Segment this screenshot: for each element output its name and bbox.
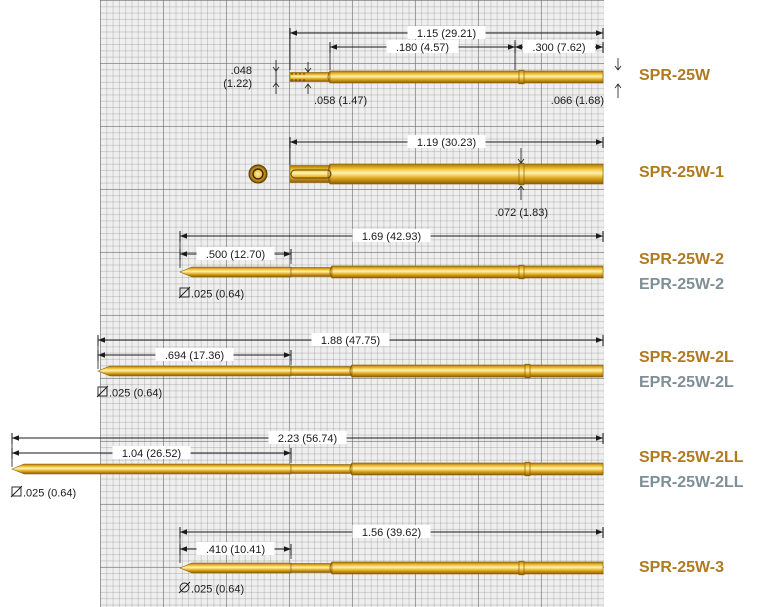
product-name-spr25w2l-epr: EPR-25W-2L xyxy=(639,374,734,391)
dim-spr25w2-tip-dia-label: .025 (0.64) xyxy=(191,289,244,301)
probe-crimp-ring xyxy=(518,264,525,280)
product-name-spr25w2-epr: EPR-25W-2 xyxy=(639,276,725,293)
slot-detail xyxy=(290,169,332,179)
dim-spr25w2l-tip-len-label: .694 (17.36) xyxy=(165,350,224,362)
probe-spr25w3 xyxy=(179,560,604,576)
dim-spr25w1-ring-dia-label: .072 (1.83) xyxy=(495,207,548,219)
product-name-spr25w2ll-spr: SPR-25W-2LL xyxy=(639,449,744,466)
probe-neck xyxy=(290,563,333,573)
probe-barrel xyxy=(351,364,604,378)
dim-spr25w1-overall-label: 1.19 (30.23) xyxy=(417,137,476,149)
probe-spr25w2l xyxy=(97,363,604,379)
product-name-spr25w2ll-epr: EPR-25W-2LL xyxy=(639,474,744,491)
dim-spr25w-bore-label-mm: (1.22) xyxy=(223,78,252,90)
probe-barrel xyxy=(351,462,604,476)
dim-spr25w2ll-overall-label: 2.23 (56.74) xyxy=(278,433,337,445)
dim-spr25w2-tip-len: .500 (12.70) xyxy=(179,247,292,261)
dim-spr25w-overall-label: 1.15 (29.21) xyxy=(417,28,476,40)
probe-crimp-ring xyxy=(524,363,531,379)
product-name-spr25w2-spr: SPR-25W-2 xyxy=(639,251,725,268)
dim-spr25w-barrel-dia-label: .066 (1.68) xyxy=(551,95,604,107)
product-name-spr25w-spr: SPR-25W xyxy=(639,67,711,84)
probe-barrel xyxy=(331,561,604,575)
dim-spr25w-ring: .300 (7.62) xyxy=(514,40,604,54)
dim-spr25w2l-overall: 1.88 (47.75) xyxy=(97,333,604,347)
probe-tip xyxy=(179,562,292,574)
probe-spr25w xyxy=(289,69,604,85)
dim-spr25w2ll-tip-len: 1.04 (26.52) xyxy=(11,446,292,460)
probe-crimp-ring xyxy=(518,560,525,576)
dim-spr25w-tip-dia-label: .058 (1.47) xyxy=(314,95,367,107)
dim-spr25w2ll-overall: 2.23 (56.74) xyxy=(11,431,604,445)
probe-tip xyxy=(179,266,292,278)
probe-neck xyxy=(290,464,353,474)
dim-spr25w2-tip-len-label: .500 (12.70) xyxy=(206,249,265,261)
dim-spr25w2-overall: 1.69 (42.93) xyxy=(179,229,604,243)
dim-spr25w2l-tip-dia-label: .025 (0.64) xyxy=(109,388,162,400)
probe-barrel xyxy=(331,265,604,279)
square-tip-symbol-icon xyxy=(10,485,23,498)
dim-spr25w2ll-tip-dia-label: .025 (0.64) xyxy=(23,488,76,500)
dim-spr25w-ring-label: .300 (7.62) xyxy=(532,42,585,54)
dim-spr25w-overall: 1.15 (29.21) xyxy=(289,26,604,40)
probe-neck xyxy=(289,165,331,183)
probe-spr25w1 xyxy=(289,162,604,186)
round-tip-symbol-icon xyxy=(178,581,191,594)
probe-spr25w2ll xyxy=(11,461,604,477)
probe-crimp-ring xyxy=(518,162,525,186)
dim-spr25w-receptacle-label: .180 (4.57) xyxy=(396,42,449,54)
dim-spr25w3-tip-dia-label: .025 (0.64) xyxy=(191,584,244,596)
dim-spr25w2-overall-label: 1.69 (42.93) xyxy=(362,231,421,243)
square-tip-symbol-icon xyxy=(178,286,191,299)
product-name-spr25w3-spr: SPR-25W-3 xyxy=(639,559,725,576)
dim-spr25w-receptacle: .180 (4.57) xyxy=(329,40,516,54)
probe-barrel xyxy=(329,163,604,185)
end-view-icon xyxy=(248,164,268,184)
dim-spr25w2ll-tip-len-label: 1.04 (26.52) xyxy=(122,448,181,460)
dim-spr25w2l-overall-label: 1.88 (47.75) xyxy=(321,335,380,347)
probe-barrel xyxy=(329,70,604,84)
dim-spr25w3-overall: 1.56 (39.62) xyxy=(179,525,604,539)
product-name-spr25w2l-spr: SPR-25W-2L xyxy=(639,349,734,366)
probe-tip xyxy=(11,463,292,475)
graph-paper-grid xyxy=(100,0,604,607)
square-tip-symbol-icon xyxy=(96,385,109,398)
product-name-spr25w1-spr: SPR-25W-1 xyxy=(639,164,725,181)
probe-neck xyxy=(290,267,333,277)
dim-spr25w3-overall-label: 1.56 (39.62) xyxy=(362,527,421,539)
dim-spr25w1-overall: 1.19 (30.23) xyxy=(289,135,604,149)
dim-spr25w3-tip-len: .410 (10.41) xyxy=(179,542,292,556)
dim-spr25w-bore-label: .048 xyxy=(231,65,252,77)
dim-spr25w2l-tip-len: .694 (17.36) xyxy=(97,348,292,362)
probe-spr25w2 xyxy=(179,264,604,280)
dim-spr25w3-tip-len-label: .410 (10.41) xyxy=(206,544,265,556)
probe-crimp-ring xyxy=(518,69,525,85)
probe-crimp-ring xyxy=(524,461,531,477)
probe-neck xyxy=(290,366,353,376)
probe-tip xyxy=(97,365,292,377)
